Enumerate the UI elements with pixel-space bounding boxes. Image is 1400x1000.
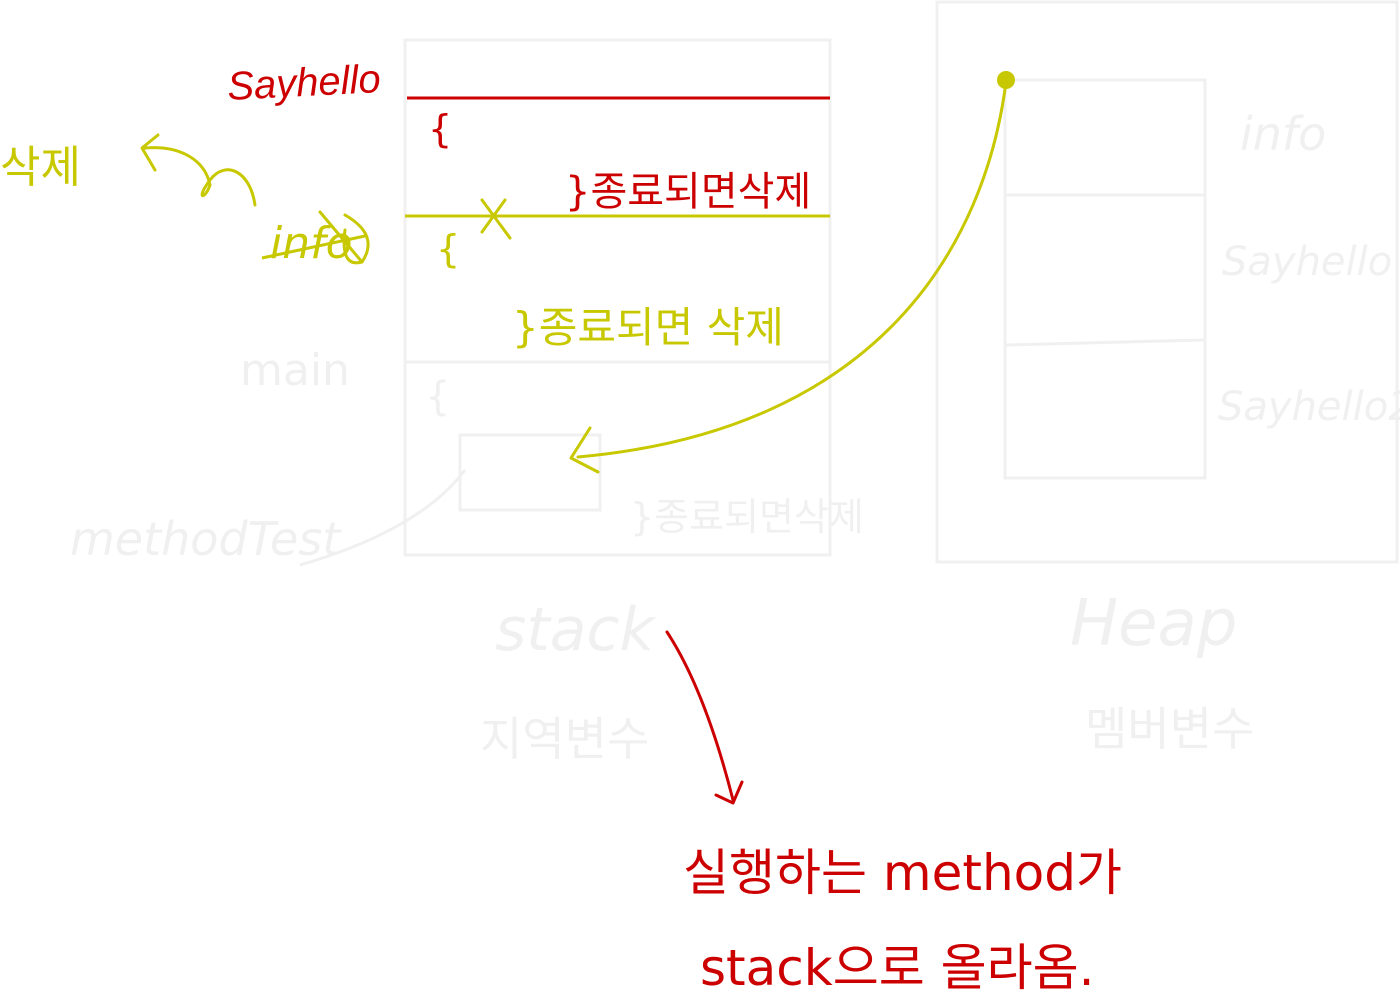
faint-label-local-var: 지역변수	[480, 712, 649, 766]
faint-label-method-test: methodTest	[70, 512, 342, 566]
faint-arrow	[299, 469, 467, 567]
yellow-label-info: info	[270, 218, 353, 269]
faint-labels: main methodTest { }종료되면삭제 stack 지역변수 Hea…	[70, 107, 1400, 766]
faint-background-diagram	[299, 0, 1399, 567]
red-label-say-hello: Sayhello	[226, 57, 382, 109]
yellow-close-note: }종료되면 삭제	[512, 303, 784, 352]
yellow-reference-dot	[997, 71, 1015, 89]
yellow-open-brace: {	[436, 227, 460, 271]
faint-label-say-hello: Sayhello	[1222, 239, 1392, 285]
yellow-info-strike	[261, 234, 366, 260]
red-open-brace: {	[428, 107, 452, 151]
red-caption-line1: 실행하는 method가	[683, 844, 1122, 902]
faint-label-main-brace: {	[425, 374, 450, 420]
faint-label-main: main	[240, 345, 350, 396]
yellow-reference-arrow	[576, 80, 1008, 459]
faint-label-stack: stack	[495, 595, 657, 665]
yellow-reference-arrow-head	[569, 426, 600, 474]
red-annotations: Sayhello { }종료되면삭제 실행하는 method가 stack으로 …	[226, 57, 1122, 997]
faint-label-member-var: 멤버변수	[1085, 702, 1254, 756]
red-down-arrow	[665, 630, 735, 802]
yellow-curl-arrow-head	[140, 133, 160, 172]
yellow-cross-mark	[480, 198, 512, 240]
heap-divider-2	[1004, 338, 1206, 347]
faint-label-heap: Heap	[1070, 587, 1237, 661]
red-caption-line2: stack으로 올라옴.	[700, 939, 1095, 997]
stack-inner-frame	[458, 433, 602, 512]
heap-object-box	[1003, 78, 1207, 480]
yellow-label-delete: 삭제	[0, 142, 81, 193]
faint-label-main-end: }종료되면삭제	[630, 495, 864, 539]
red-close-note: }종료되면삭제	[565, 169, 811, 215]
yellow-info-scribble	[318, 210, 370, 265]
stack-box-outline	[403, 38, 832, 557]
yellow-annotations: 삭제 info { }종료되면 삭제	[0, 71, 1015, 474]
faint-label-say-hello2: Sayhello2	[1218, 384, 1400, 430]
heap-box-outline	[935, 0, 1399, 564]
red-down-arrow-head	[714, 780, 744, 805]
yellow-curl-arrow	[143, 146, 257, 207]
faint-label-info: info	[1240, 107, 1326, 161]
